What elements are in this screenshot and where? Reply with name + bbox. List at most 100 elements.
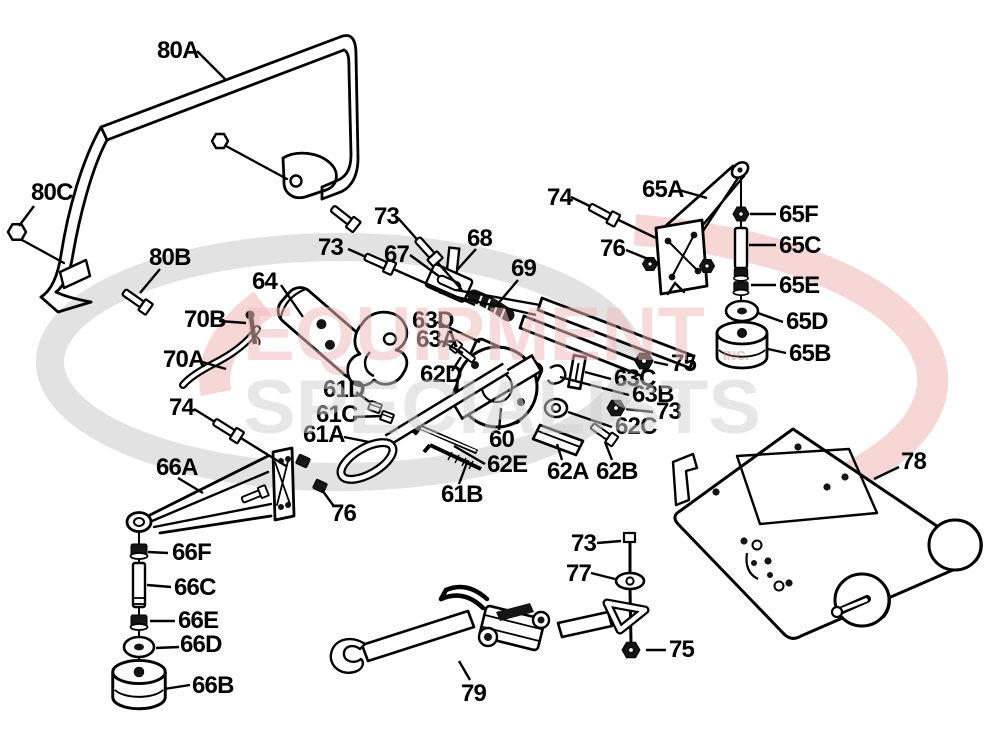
bracket-66a <box>125 446 329 535</box>
ratchet-strap-79 <box>329 584 614 674</box>
mount-stack-66 <box>111 531 167 711</box>
part-label-66A: 66A <box>156 454 198 481</box>
part-label-65E: 65E <box>779 272 820 299</box>
bolt-shank-65c <box>733 226 749 270</box>
nut-65e <box>732 280 750 297</box>
pin-70b <box>248 316 258 345</box>
clip-63b <box>546 364 567 385</box>
leader-65A <box>678 188 708 200</box>
nut-65c <box>733 267 749 282</box>
watermark-text: EQUIPMENT SPECIALISTS INC. <box>243 292 761 450</box>
part-label-62D: 62D <box>420 361 462 388</box>
leader-66A <box>177 476 204 495</box>
part-label-74-2: 74 <box>547 184 574 211</box>
sled-hook-bracket <box>671 452 699 507</box>
sleeve-66c <box>131 561 147 609</box>
leader-66B <box>163 683 191 691</box>
part-label-62E: 62E <box>487 451 528 478</box>
part-label-66D: 66D <box>180 631 222 658</box>
part-label-80B: 80B <box>149 244 191 271</box>
leader-68 <box>456 248 477 271</box>
part-label-62B: 62B <box>596 458 638 485</box>
part-label-66F: 66F <box>172 539 211 566</box>
leader-80A <box>196 50 226 80</box>
leader-63C <box>584 370 612 381</box>
pivot-casting-60 <box>451 337 544 429</box>
leader-61C <box>352 414 383 419</box>
leader-73-3 <box>625 407 654 414</box>
leader-62B <box>603 441 614 461</box>
part-label-73-3: 73 <box>656 398 682 425</box>
rod-62e <box>412 424 479 455</box>
leader-69 <box>495 279 519 307</box>
part-label-80C: 80C <box>31 179 73 206</box>
part-label-76-2: 76 <box>600 235 626 262</box>
nut-80c <box>6 222 28 242</box>
leader-61D <box>355 391 372 404</box>
washer-77 <box>614 571 646 591</box>
part-label-63A: 63A <box>416 326 458 353</box>
leader-76-1 <box>321 489 334 506</box>
leader-70B <box>218 319 247 325</box>
rod-61b <box>422 443 482 471</box>
bolt-head-65f <box>732 206 750 222</box>
leader-61A <box>343 435 370 444</box>
part-label-67: 67 <box>384 241 410 268</box>
leader-70A <box>198 359 227 371</box>
part-label-73-4: 73 <box>571 530 597 557</box>
watermark-suffix: INC. <box>723 348 749 363</box>
mount-stack-65 <box>634 178 769 370</box>
part-label-73-1: 73 <box>374 203 400 230</box>
tiedown-stack-77 <box>602 531 650 659</box>
part-label-65C: 65C <box>779 232 821 259</box>
part-label-62A: 62A <box>547 458 589 485</box>
leader-66D <box>155 645 180 650</box>
hook-casting-63 <box>346 310 409 388</box>
leader-66C <box>146 583 172 589</box>
leader-61B <box>457 459 470 485</box>
cushion-66b <box>111 658 167 711</box>
nut-66e <box>129 614 149 631</box>
part-label-63D: 63D <box>412 307 454 334</box>
part-label-63B: 63B <box>632 381 674 408</box>
lift-bars-63c <box>451 288 696 391</box>
part-label-78: 78 <box>901 448 927 475</box>
part-label-62C: 62C <box>615 413 657 440</box>
part-label-80A: 80A <box>157 37 199 64</box>
sled-78 <box>671 427 983 640</box>
pivot-boss-66a <box>125 511 153 533</box>
part-label-73-2: 73 <box>318 234 344 261</box>
bolt-74-left <box>209 414 246 445</box>
leader-76-2 <box>625 248 659 265</box>
strap-hook <box>329 637 367 674</box>
bolt-74-right <box>585 199 622 228</box>
nut-66f <box>129 543 149 560</box>
leader-64 <box>280 284 304 318</box>
leader-80C <box>18 205 35 227</box>
leader-77 <box>590 571 616 581</box>
leader-80B <box>139 268 161 294</box>
ratchet-handle <box>443 584 490 602</box>
watermark-line2: SPECIALISTS <box>243 365 761 450</box>
part-label-66E: 66E <box>178 607 219 634</box>
part-label-70B: 70B <box>184 306 226 333</box>
part-label-65A: 65A <box>642 176 684 203</box>
part-label-65D: 65D <box>786 308 828 335</box>
leader-79 <box>457 660 472 681</box>
leader-63D <box>436 320 481 344</box>
part-label-60: 60 <box>489 426 515 453</box>
leader-75-1 <box>653 360 669 367</box>
bracket-65a <box>641 161 750 296</box>
bolt-65a-2 <box>698 258 716 274</box>
part-label-61A: 61A <box>303 421 345 448</box>
part-label-63C: 63C <box>614 365 656 392</box>
part-label-77: 77 <box>566 560 592 587</box>
watermark-line1: EQUIPMENT <box>243 292 705 377</box>
part-label-74-1: 74 <box>169 394 196 421</box>
part-label-61D: 61D <box>323 376 365 403</box>
part-label-68: 68 <box>467 225 493 252</box>
leader-62A <box>555 443 564 461</box>
part-label-66C: 66C <box>174 574 216 601</box>
